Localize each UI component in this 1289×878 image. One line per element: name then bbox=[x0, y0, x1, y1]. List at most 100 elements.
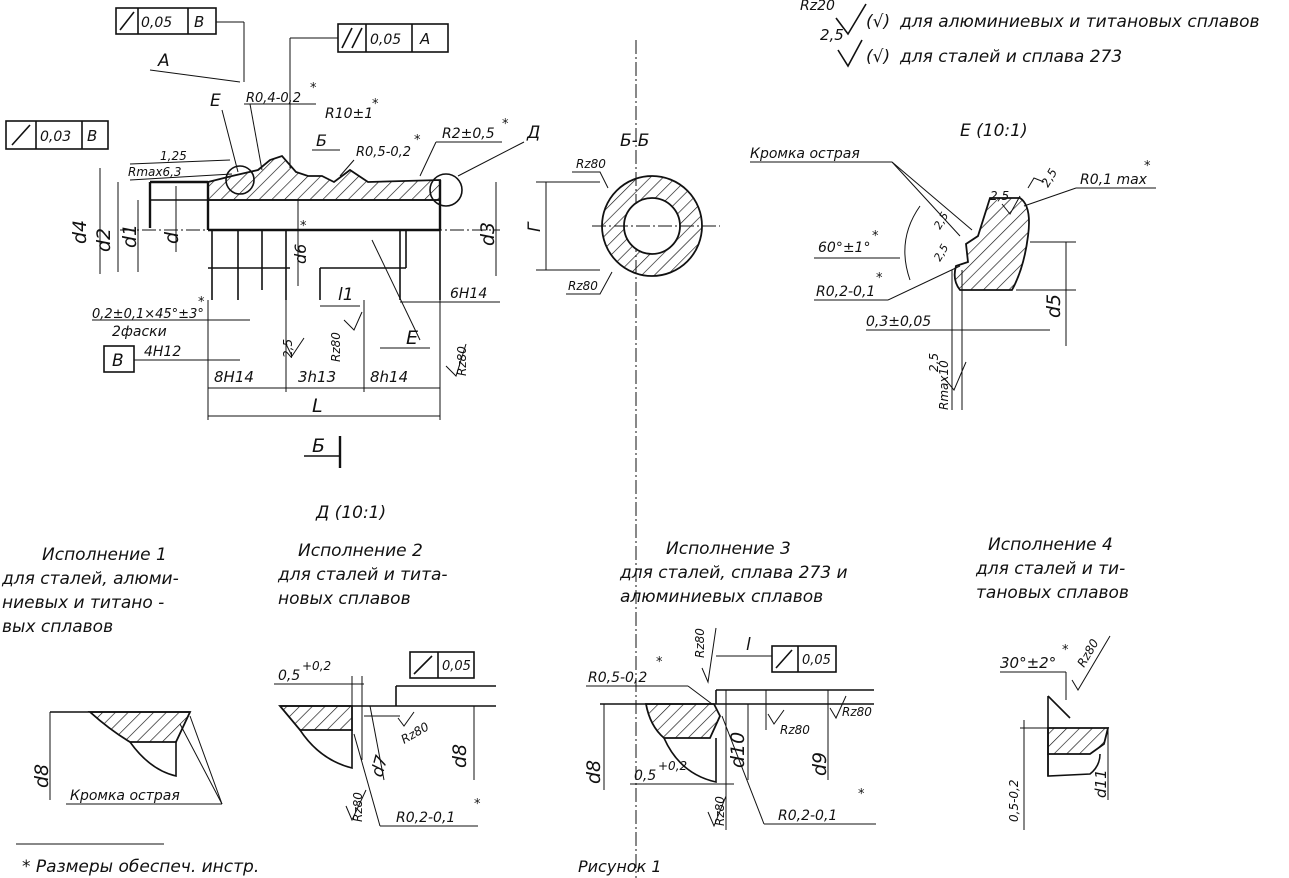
rz80-label-a: Rz80 bbox=[329, 332, 343, 362]
v3-rz80-c: Rz80 bbox=[842, 705, 872, 719]
v2-tol-value: 0,05 bbox=[442, 659, 471, 674]
dim-3h13: 3h13 bbox=[298, 368, 336, 386]
roughness-symbol-2 bbox=[837, 39, 863, 68]
variant-1-title: Исполнение 1 для сталей, алюми- ниевых и… bbox=[1, 545, 179, 637]
variant-2-heading: Исполнение 2 bbox=[298, 541, 423, 561]
dim-6h14: 6H14 bbox=[450, 286, 487, 302]
variant-2-line-2: новых сплавов bbox=[278, 589, 411, 609]
star-13: * bbox=[1062, 643, 1069, 658]
star-9: * bbox=[876, 271, 883, 286]
tol-datum-1: В bbox=[194, 13, 204, 31]
dim-d: d bbox=[161, 231, 183, 244]
v4-rz80: Rz80 bbox=[1074, 636, 1101, 669]
section-title: Б-Б bbox=[620, 131, 649, 151]
star-5: * bbox=[300, 219, 307, 234]
v3-rz80-b: Rz80 bbox=[780, 723, 810, 737]
detail-e-title: Е (10:1) bbox=[960, 121, 1028, 141]
v1-hatch bbox=[87, 711, 192, 743]
v25-a: 2,5 bbox=[990, 189, 1009, 203]
v3-dim-l: l bbox=[746, 635, 751, 655]
dim-d1: d1 bbox=[119, 224, 141, 248]
variant-3-title: Исполнение 3 для сталей, сплава 273 и ал… bbox=[619, 539, 848, 607]
variant-3-line-1: для сталей, сплава 273 и bbox=[619, 563, 848, 583]
dim-d4: d4 bbox=[69, 220, 91, 244]
star-7: * bbox=[1144, 159, 1151, 174]
label-a: А bbox=[157, 51, 170, 71]
surface-note-2: для сталей и сплава 273 bbox=[899, 47, 1122, 67]
main-view: 0,05 В 0,05 А 0,03 В А Е bbox=[5, 7, 540, 468]
v125-label: 1,25 bbox=[160, 149, 187, 163]
variant-2-line-1: для сталей и тита- bbox=[277, 565, 448, 585]
v1-edge-note: Кромка острая bbox=[70, 788, 180, 804]
tol-datum-3: В bbox=[87, 127, 97, 145]
v4-dim05: 0,5-0,2 bbox=[1007, 780, 1021, 823]
datum-b: В bbox=[112, 351, 124, 371]
check-1: (√) bbox=[866, 12, 890, 32]
label-b1: Б bbox=[316, 131, 327, 150]
v3-tol-frame bbox=[771, 645, 837, 673]
rmax10-label: Rmax10 bbox=[937, 360, 951, 410]
variant-4-line-1: для сталей и ти- bbox=[975, 559, 1125, 579]
dim-l: L bbox=[312, 395, 323, 417]
tol-value-1: 0,05 bbox=[141, 15, 172, 31]
dim-8h14: 8H14 bbox=[214, 368, 254, 386]
v2-r02: R0,2-0,1 bbox=[396, 810, 455, 826]
r05-label: R0,5-0,2 bbox=[356, 145, 411, 160]
star-1: * bbox=[310, 81, 317, 96]
v4-dim-d11: d11 bbox=[1092, 769, 1110, 798]
angle-60: 60°±1° bbox=[818, 240, 870, 256]
variant-4-title: Исполнение 4 для сталей и ти- тановых сп… bbox=[975, 535, 1129, 603]
variant-2-drawing: 0,5 +0,2 0,05 Rz80 d7 d8 Rz80 R0,2-0,1 * bbox=[274, 651, 496, 827]
variant-4-heading: Исполнение 4 bbox=[988, 535, 1113, 555]
surface-note-1: для алюминиевых и титановых сплавов bbox=[899, 12, 1260, 32]
star-10: * bbox=[474, 797, 481, 812]
v3-dim-d9: d9 bbox=[809, 752, 831, 776]
v2-tol-frame bbox=[409, 651, 475, 679]
v3-dim-d8: d8 bbox=[583, 760, 605, 784]
v3-rz80-a: Rz80 bbox=[693, 628, 707, 658]
tol-value-3: 0,03 bbox=[40, 129, 71, 145]
v3-r05: R0,5-0,2 bbox=[588, 670, 647, 686]
star-6: * bbox=[198, 295, 205, 310]
roughness-symbol bbox=[835, 3, 867, 36]
detail-e-hatch bbox=[953, 197, 1030, 291]
section-b-mark: Б bbox=[312, 435, 325, 457]
label-d: Д bbox=[526, 123, 540, 143]
star-8: * bbox=[872, 229, 879, 244]
variant-3-line-2: алюминиевых сплавов bbox=[620, 587, 823, 607]
v2-hatch bbox=[278, 705, 353, 731]
r04-label: R0,4-0,2 bbox=[246, 91, 301, 106]
star-4: * bbox=[502, 117, 509, 132]
v2-dim-d7: d7 bbox=[368, 753, 393, 779]
surface-finish-notes: Rz20 (√) для алюминиевых и титановых спл… bbox=[800, 0, 1260, 68]
v3-dim05-tol: +0,2 bbox=[658, 759, 687, 773]
variant-4-drawing: 30°±2° * Rz80 0,5-0,2 d11 bbox=[1000, 635, 1111, 830]
variant-4-line-2: тановых сплавов bbox=[976, 583, 1129, 603]
variant-1-line-1: для сталей, алюми- bbox=[1, 569, 179, 589]
rz20-label: Rz20 bbox=[800, 0, 835, 14]
label-e2: Е bbox=[406, 327, 418, 349]
v2-dim05-tol: +0,2 bbox=[302, 659, 331, 673]
v2-dim05: 0,5 bbox=[278, 668, 300, 684]
v2-dim-d8: d8 bbox=[449, 744, 471, 768]
r02-label: R0,2-0,1 bbox=[816, 284, 875, 300]
roughness-value: 2,5 bbox=[820, 26, 844, 44]
rz80-top: Rz80 bbox=[576, 157, 606, 171]
rz80-bottom: Rz80 bbox=[568, 279, 598, 293]
variant-3-drawing: Rz80 l 0,05 R0,5-0,2 * Rz80 Rz80 d8 d10 … bbox=[583, 628, 876, 830]
tolerance-frame-2: 0,05 А bbox=[289, 23, 449, 168]
detail-e: Е (10:1) Кромка острая d5 2,5 2,5 R0,1 m… bbox=[750, 121, 1156, 410]
tol-datum-2: А bbox=[419, 30, 430, 48]
check-2: (√) bbox=[866, 47, 890, 67]
v1-dim-d8: d8 bbox=[31, 764, 53, 788]
label-e: Е bbox=[210, 91, 221, 111]
figure-caption: Рисунок 1 bbox=[578, 857, 662, 876]
v4-hatch bbox=[1047, 727, 1110, 755]
star-3: * bbox=[414, 133, 421, 148]
tolerance-frame-1: 0,05 В bbox=[115, 7, 245, 82]
tol-value-2: 0,05 bbox=[370, 32, 401, 48]
variant-1-line-2: ниевых и титано - bbox=[2, 593, 164, 613]
section-view: Б-Б Г Rz80 Rz80 bbox=[525, 40, 720, 878]
dim-03: 0,3±0,05 bbox=[866, 314, 931, 330]
